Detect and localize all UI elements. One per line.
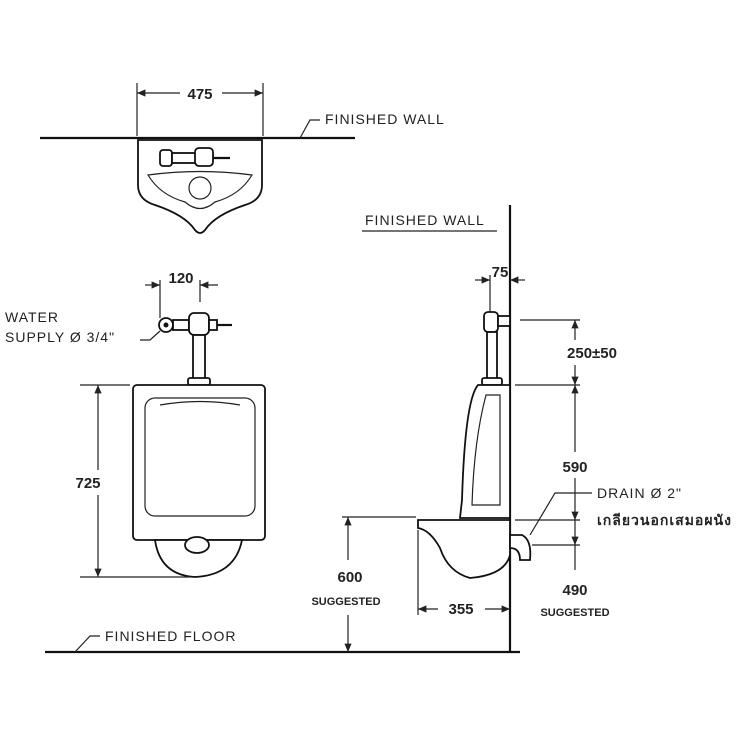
- dim-600: 600: [337, 569, 362, 586]
- drain-thai-label: เกลียวนอกเสมอผนัง: [597, 512, 732, 528]
- dim-75: 75: [492, 264, 509, 281]
- water-supply-label-2: SUPPLY Ø 3/4": [5, 329, 115, 345]
- drain-suggested: SUGGESTED: [540, 607, 609, 619]
- side-view: FINISHED WALL 75 250±50 590 490 SUGGESTE…: [311, 205, 731, 652]
- drain-label: DRAIN Ø 2": [597, 485, 682, 501]
- rim-suggested: SUGGESTED: [311, 596, 380, 608]
- dim-120: 120: [168, 270, 193, 287]
- dim-250: 250±50: [567, 345, 617, 362]
- dim-590: 590: [562, 459, 587, 476]
- urinal-front-body: [132, 384, 266, 541]
- dim-490: 490: [562, 582, 587, 599]
- front-view: 120 WATER SUPPLY Ø 3/4" 725: [5, 270, 266, 578]
- dim-355: 355: [448, 601, 473, 618]
- finished-wall-label-side: FINISHED WALL: [365, 212, 485, 228]
- finished-floor-label: FINISHED FLOOR: [105, 628, 236, 644]
- dim-475: 475: [187, 86, 212, 103]
- dim-725: 725: [75, 475, 100, 492]
- urinal-side-body: [458, 384, 511, 519]
- top-view: 475 FINISHED WALL: [40, 83, 445, 234]
- finished-wall-label-top: FINISHED WALL: [325, 111, 445, 127]
- water-supply-label-1: WATER: [5, 309, 59, 325]
